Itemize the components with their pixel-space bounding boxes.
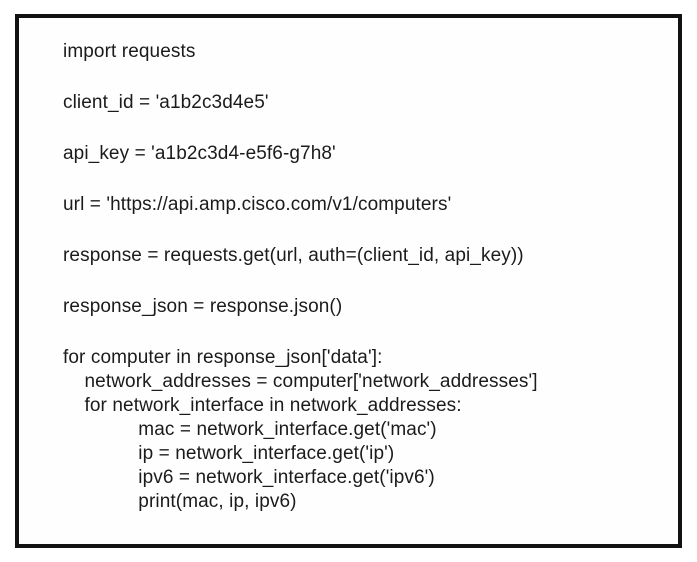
code-line: ip = network_interface.get('ip') [63, 443, 395, 464]
code-snippet-box: import requests client_id = 'a1b2c3d4e5'… [15, 14, 682, 548]
code-line: api_key = 'a1b2c3d4-e5f6-g7h8' [63, 143, 336, 164]
code-line: mac = network_interface.get('mac') [63, 419, 437, 440]
code-line: import requests [63, 41, 196, 62]
code-line: client_id = 'a1b2c3d4e5' [63, 92, 269, 113]
code-line: url = 'https://api.amp.cisco.com/v1/comp… [63, 194, 452, 215]
code-line: response_json = response.json() [63, 296, 343, 317]
code-line: print(mac, ip, ipv6) [63, 491, 297, 512]
code-line: for network_interface in network_address… [63, 395, 462, 416]
code-line: ipv6 = network_interface.get('ipv6') [63, 467, 435, 488]
code-line: response = requests.get(url, auth=(clien… [63, 245, 524, 266]
code-line: for computer in response_json['data']: [63, 347, 383, 368]
code-line: network_addresses = computer['network_ad… [63, 371, 538, 392]
